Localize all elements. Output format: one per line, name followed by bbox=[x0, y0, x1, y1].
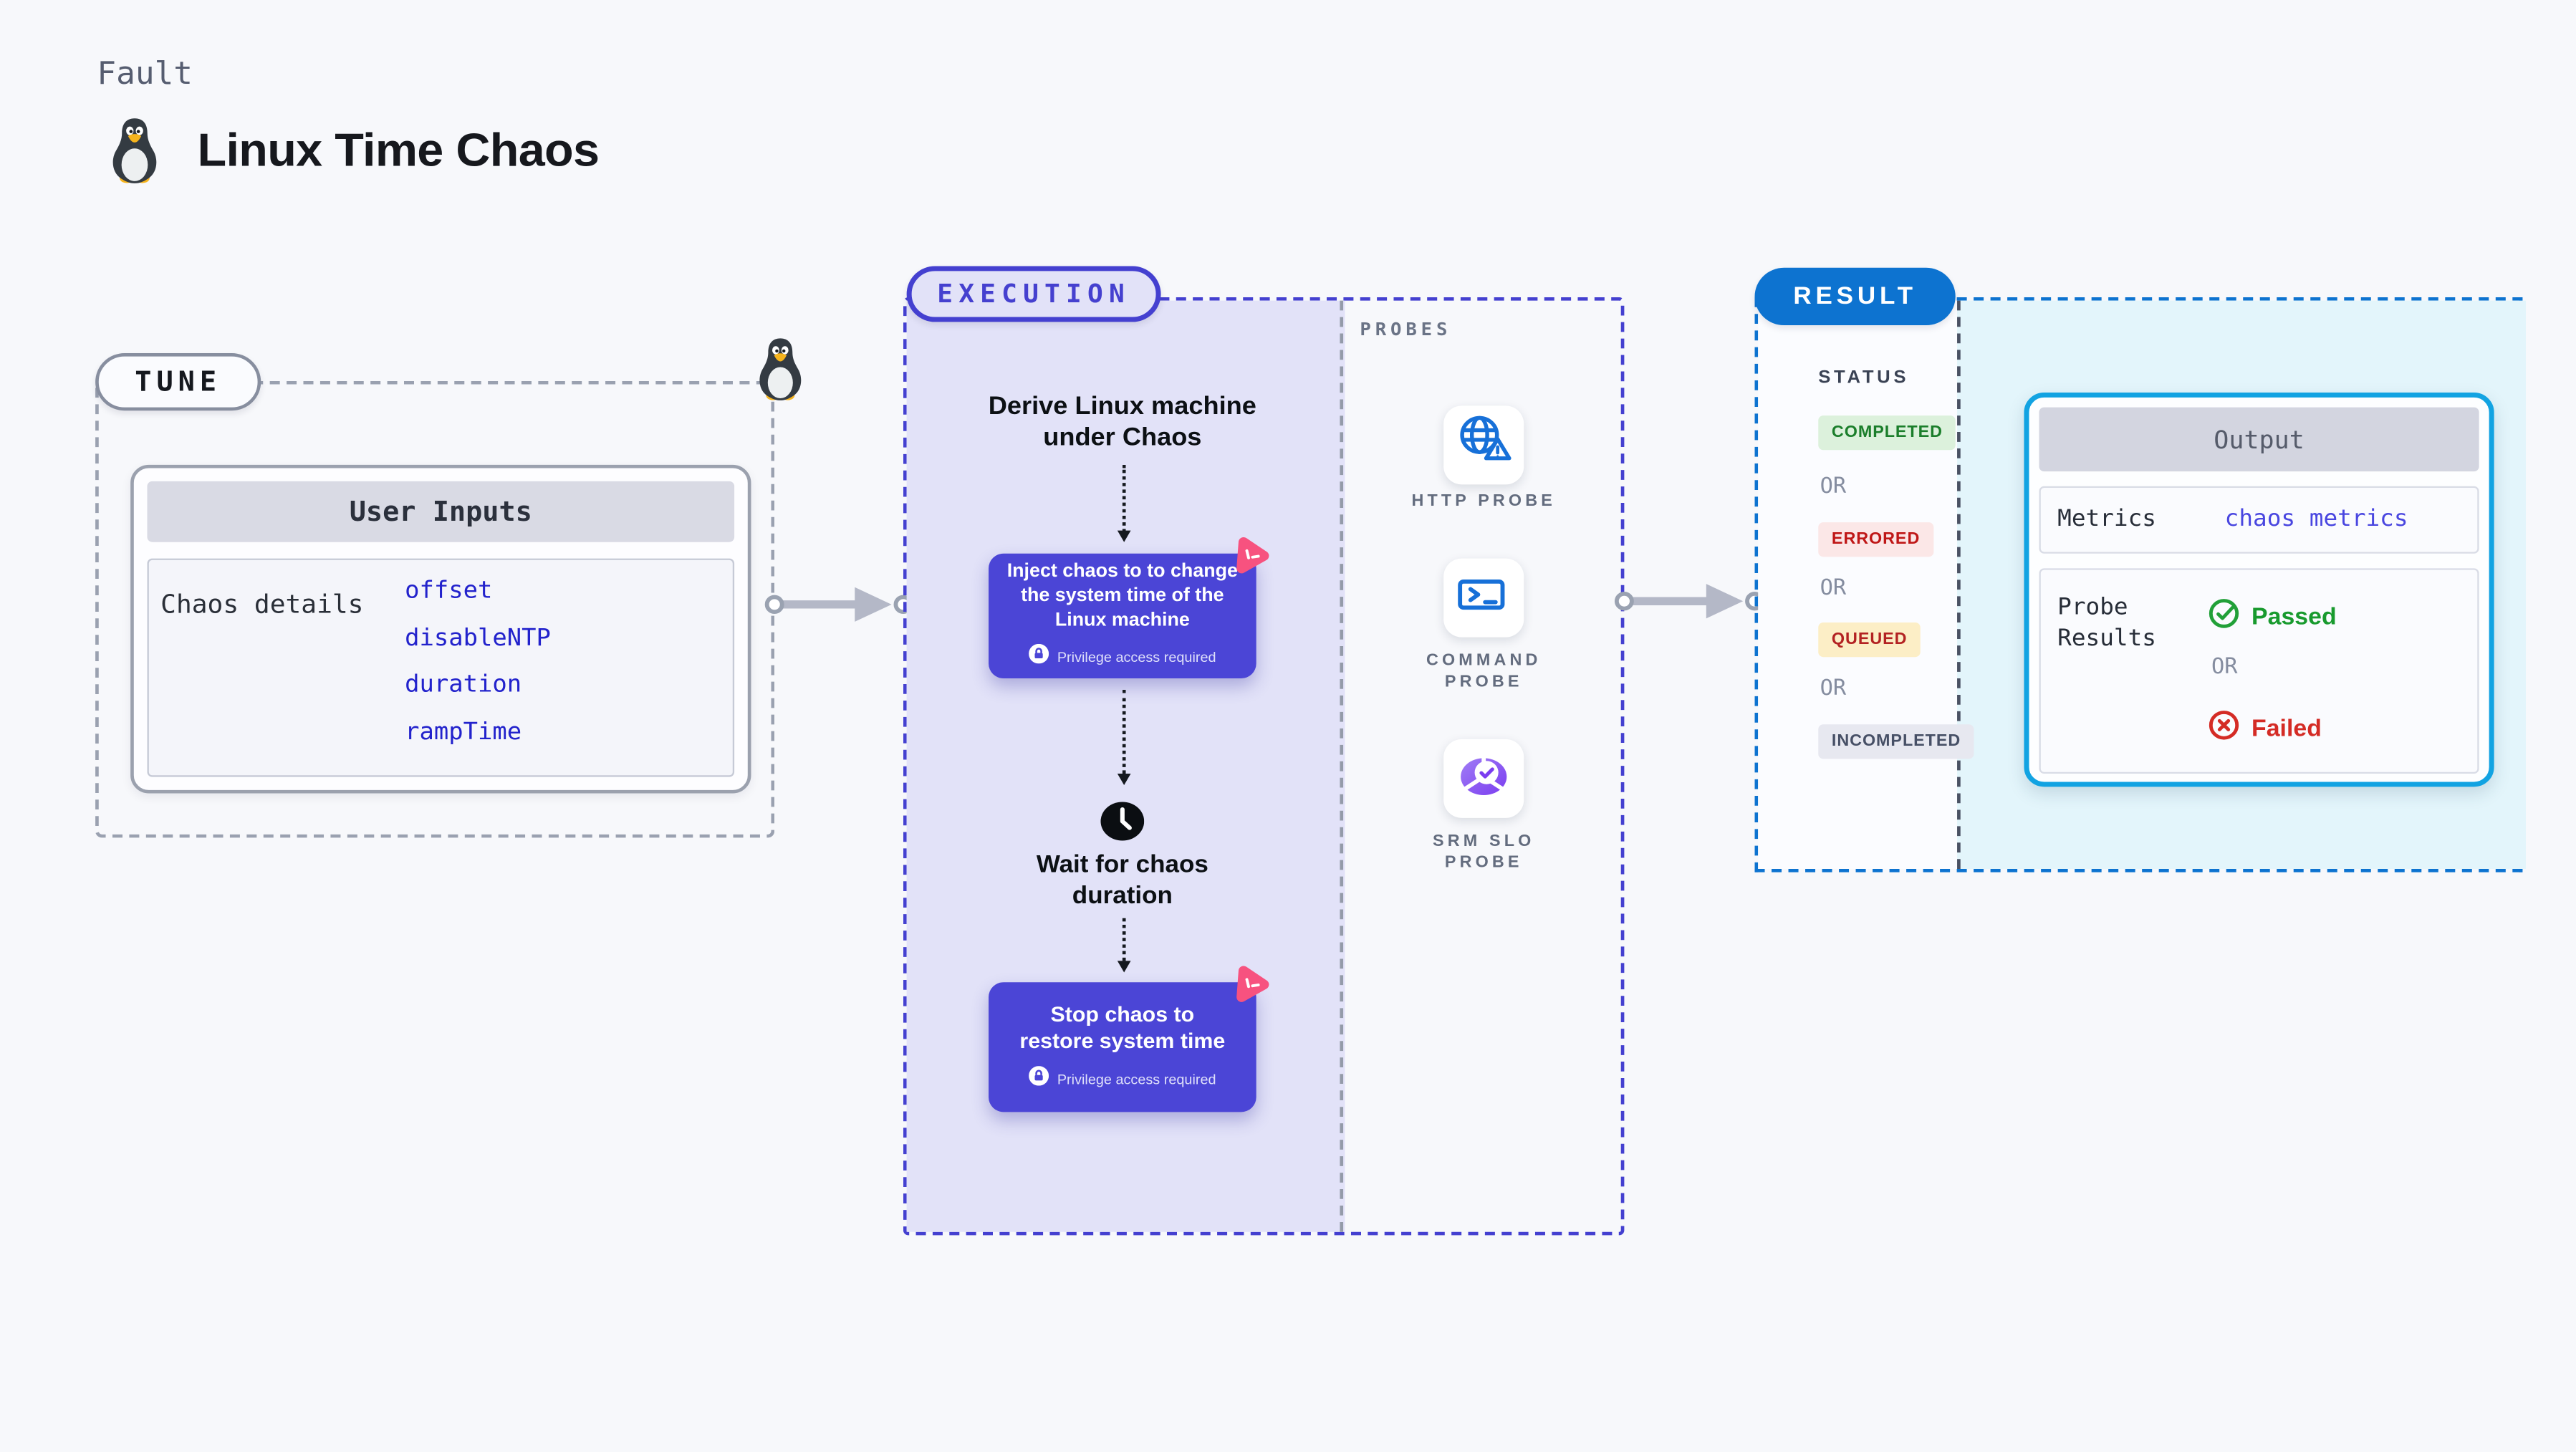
derive-machine-text: Derive Linux machine under Chaos bbox=[988, 393, 1256, 452]
wait-duration-text: Wait for chaos duration bbox=[1036, 850, 1208, 910]
fault-kicker: Fault bbox=[97, 55, 193, 92]
status-heading: STATUS bbox=[1818, 367, 1910, 388]
metrics-value: chaos metrics bbox=[2224, 506, 2408, 532]
status-badge: QUEUED bbox=[1818, 622, 1921, 658]
terminal-icon bbox=[1451, 561, 1517, 635]
globe-alert-icon bbox=[1451, 408, 1517, 482]
stop-chaos-text: Stop chaos to restore system time bbox=[1019, 1001, 1226, 1053]
tux-penguin-icon bbox=[104, 117, 165, 189]
metrics-row bbox=[2039, 486, 2479, 554]
execution-pill: EXECUTION bbox=[906, 266, 1161, 322]
x-circle-icon bbox=[2208, 710, 2239, 749]
stop-chaos-node: Stop chaos to restore system time Privil… bbox=[989, 982, 1256, 1112]
http-probe-card bbox=[1443, 405, 1524, 485]
input-value-ramptime: rampTime bbox=[405, 719, 522, 746]
passed-label: Passed bbox=[2251, 604, 2337, 631]
or-separator: OR bbox=[1820, 676, 1847, 702]
chaos-sticker-icon bbox=[1226, 534, 1274, 581]
or-separator: OR bbox=[1820, 576, 1847, 602]
status-badge: ERRORED bbox=[1818, 522, 1933, 557]
lock-icon bbox=[1029, 643, 1049, 672]
srm-slo-probe-card bbox=[1443, 739, 1524, 818]
privilege-note: Privilege access required bbox=[1057, 648, 1216, 665]
passed-verdict: Passed bbox=[2208, 598, 2337, 638]
lock-icon bbox=[1029, 1064, 1049, 1093]
flow-arrow-down-icon bbox=[1117, 464, 1131, 542]
result-pill: RESULT bbox=[1754, 267, 1956, 326]
status-column bbox=[1758, 300, 1958, 869]
command-probe-card bbox=[1443, 558, 1524, 638]
probe-results-label: Probe Results bbox=[2057, 595, 2156, 652]
or-separator: OR bbox=[2211, 655, 2238, 681]
user-inputs-body bbox=[147, 558, 735, 777]
output-card-header: Output bbox=[2039, 407, 2479, 472]
probes-divider bbox=[1340, 300, 1344, 1232]
page-title: Linux Time Chaos bbox=[197, 125, 600, 178]
metrics-label: Metrics bbox=[2057, 506, 2156, 532]
srm-slo-probe-label: SRM SLO PROBE bbox=[1433, 832, 1535, 872]
status-output-divider bbox=[1957, 300, 1961, 869]
input-value-offset: offset bbox=[405, 578, 493, 605]
tux-penguin-icon bbox=[751, 337, 809, 405]
privilege-note: Privilege access required bbox=[1057, 1069, 1216, 1087]
status-badge: INCOMPLETED bbox=[1818, 724, 1974, 759]
command-probe-label: COMMAND PROBE bbox=[1426, 652, 1542, 691]
probe-results-row bbox=[2039, 568, 2479, 774]
inject-chaos-text: Inject chaos to to change the system tim… bbox=[1006, 562, 1239, 631]
probes-section-label: PROBES bbox=[1360, 318, 1452, 340]
tune-pill: TUNE bbox=[95, 352, 261, 411]
check-circle-icon bbox=[2208, 598, 2239, 638]
slo-donut-check-icon bbox=[1451, 741, 1517, 815]
flow-arrow-down-icon bbox=[1117, 918, 1131, 973]
chaos-details-label: Chaos details bbox=[160, 590, 364, 620]
or-separator: OR bbox=[1820, 474, 1847, 500]
chaos-sticker-icon bbox=[1226, 962, 1274, 1009]
inject-chaos-node: Inject chaos to to change the system tim… bbox=[989, 553, 1256, 679]
execution-to-result-arrow bbox=[1614, 584, 1764, 619]
user-inputs-header: User Inputs bbox=[147, 481, 735, 542]
flow-arrow-down-icon bbox=[1117, 690, 1131, 786]
failed-verdict: Failed bbox=[2208, 710, 2322, 749]
clock-icon bbox=[1100, 800, 1145, 843]
failed-label: Failed bbox=[2251, 716, 2322, 743]
http-probe-label: HTTP PROBE bbox=[1411, 492, 1556, 511]
input-value-duration: duration bbox=[405, 671, 522, 698]
status-badge: COMPLETED bbox=[1818, 415, 1956, 451]
tune-to-execution-arrow bbox=[764, 587, 913, 622]
input-value-disablentp: disableNTP bbox=[405, 625, 551, 653]
